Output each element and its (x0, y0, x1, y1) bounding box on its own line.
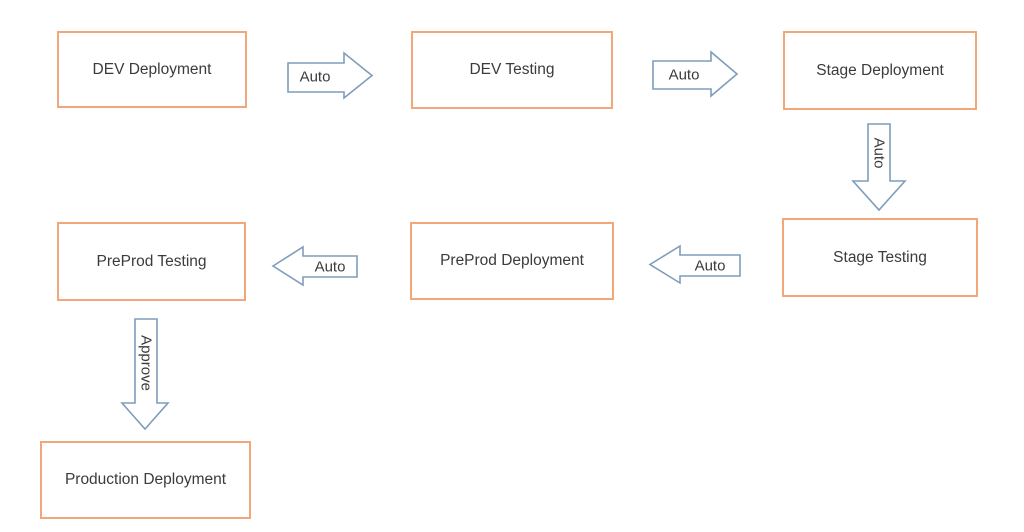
arrow-dev-deployment-to-dev-testing (287, 51, 374, 100)
node-stage-deployment-label: Stage Deployment (816, 61, 944, 79)
arrow-label-auto-5: Auto (314, 258, 346, 276)
node-dev-deployment: DEV Deployment (57, 31, 247, 108)
node-stage-testing: Stage Testing (782, 218, 978, 297)
arrow-label-auto-4: Auto (694, 257, 726, 275)
node-production-deployment: Production Deployment (40, 441, 251, 519)
arrow-label-approve: Approve (137, 335, 155, 391)
arrow-label-auto-2: Auto (668, 66, 700, 84)
node-dev-testing: DEV Testing (411, 31, 613, 109)
arrow-label-auto-3: Auto (870, 137, 888, 169)
node-preprod-testing-label: PreProd Testing (96, 252, 207, 270)
node-preprod-testing: PreProd Testing (57, 222, 246, 301)
node-dev-testing-label: DEV Testing (469, 61, 555, 78)
node-stage-deployment: Stage Deployment (783, 31, 977, 110)
arrow-label-auto-1: Auto (299, 68, 331, 86)
arrow-stage-testing-to-preprod-deployment (648, 244, 741, 285)
node-preprod-deployment-label: PreProd Deployment (440, 252, 584, 269)
arrow-preprod-testing-to-production-deployment (120, 318, 170, 431)
arrow-dev-testing-to-stage-deployment (652, 50, 739, 98)
node-production-deployment-label: Production Deployment (64, 471, 227, 488)
node-dev-deployment-label: DEV Deployment (92, 60, 212, 78)
arrow-preprod-deployment-to-preprod-testing (271, 245, 358, 287)
node-preprod-deployment: PreProd Deployment (410, 222, 614, 300)
arrow-stage-deployment-to-stage-testing (851, 123, 907, 212)
node-stage-testing-label: Stage Testing (833, 248, 927, 266)
